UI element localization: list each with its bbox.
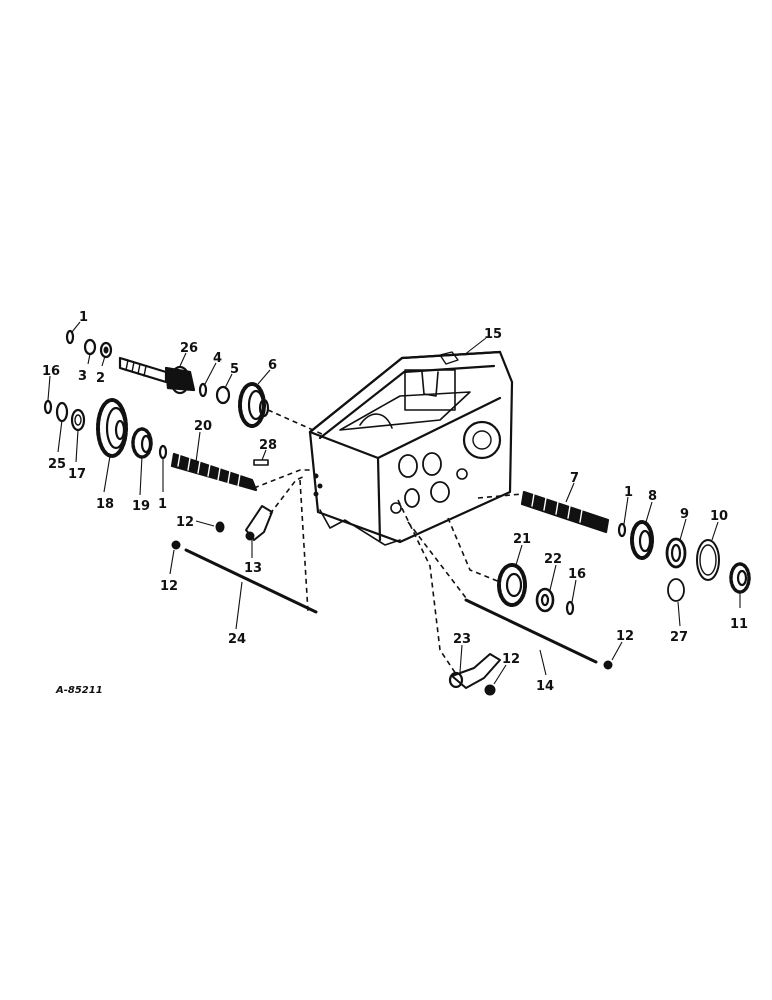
shifter-fork-23 [448,653,501,689]
callout-26: 26 [180,341,198,356]
plug-12-a [215,521,225,533]
plug-12-d [484,684,496,696]
callout-12-d: 12 [616,629,634,644]
callout-14: 14 [536,679,554,694]
callout-20: 20 [194,419,212,434]
snap-ring-1-top [65,329,75,345]
callout-7: 7 [570,471,579,486]
callout-21: 21 [513,532,531,547]
callout-8: 8 [648,489,657,504]
snap-ring-16-right [565,600,575,616]
callout-9: 9 [680,507,689,522]
callout-12-a: 12 [176,515,194,530]
callout-3: 3 [78,369,87,384]
callout-16-right: 16 [568,567,586,582]
gear-11 [729,562,751,594]
snap-ring-1-right [617,522,627,538]
callout-11: 11 [730,617,748,632]
bearing-cone-2 [99,341,113,359]
callout-10: 10 [710,509,728,524]
callout-1-top: 1 [79,310,88,325]
callout-15: 15 [484,327,502,342]
callout-12-c: 12 [502,652,520,667]
callout-23: 23 [453,632,471,647]
callout-5: 5 [230,362,239,377]
leader-lines [47,321,741,685]
shaft-26 [118,356,196,395]
callout-13: 13 [244,561,262,576]
shift-rod-24 [184,548,318,614]
callout-16-left: 16 [42,364,60,379]
plug-12-b [171,540,181,550]
gear-18 [96,398,128,458]
shift-rod-14 [464,598,598,664]
callout-12-b: 12 [160,579,178,594]
callout-4: 4 [213,351,222,366]
assembly-dashed-lines [253,409,523,675]
bearing-5 [215,385,231,405]
gear-19 [131,427,153,459]
callout-18: 18 [96,497,114,512]
pin-28 [253,459,269,466]
callout-27: 27 [670,630,688,645]
countershaft-20 [170,452,258,492]
callout-6: 6 [268,358,277,373]
callout-19: 19 [132,499,150,514]
plug-12-c [603,660,613,670]
mainshaft-7 [520,490,610,534]
transmission-case [308,350,514,546]
gasket-10 [696,539,720,581]
gear-21 [497,563,527,607]
gear-8 [630,520,654,560]
shifter-fork-13 [245,505,273,541]
ring-25 [55,401,69,423]
callout-17: 17 [68,467,86,482]
callout-22: 22 [544,552,562,567]
callout-24: 24 [228,632,246,647]
snap-ring-16-left [43,399,53,415]
callout-labels: 1 3 2 26 4 5 6 16 25 17 18 19 1 20 28 15… [42,310,748,694]
ring-27 [667,578,685,602]
figure-id: A-85211 [55,685,103,696]
bearing-cup-3 [83,338,97,356]
callout-1-right: 1 [624,485,633,500]
spacer-4 [198,382,208,398]
callout-28: 28 [259,438,277,453]
callout-25: 25 [48,457,66,472]
bearing-9 [665,537,687,569]
bearing-22 [535,587,555,613]
snap-ring-1-mid [158,444,168,460]
callout-2: 2 [96,371,105,386]
gear-6 [238,382,270,428]
bearing-17 [70,408,86,432]
callout-1-mid: 1 [158,497,167,512]
